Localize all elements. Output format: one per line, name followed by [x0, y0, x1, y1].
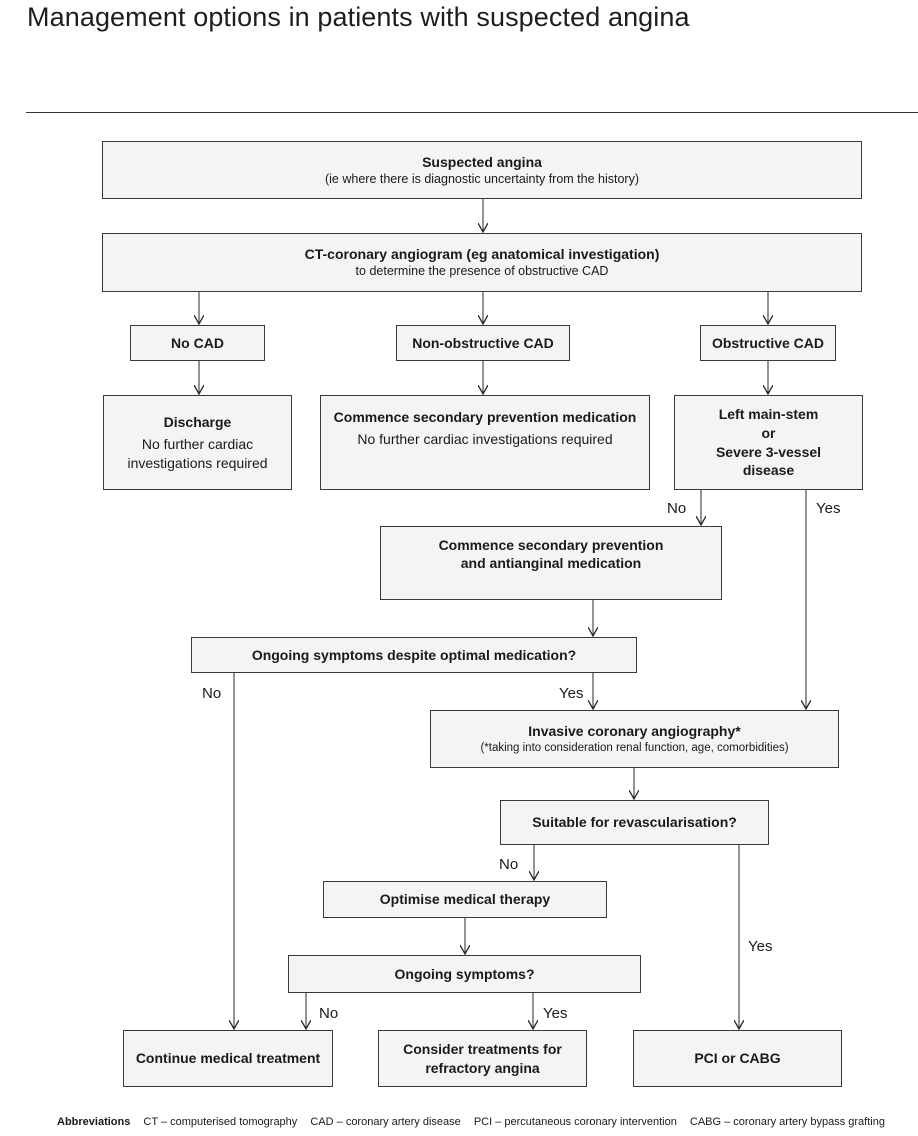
node-secondary-prevention: Commence secondary prevention medication… [320, 395, 650, 490]
node-discharge-line1: Discharge [163, 414, 232, 431]
node-pci-label: PCI or CABG [694, 1050, 781, 1067]
node-secondary-prevention-line1: Commence secondary prevention medication [333, 409, 637, 425]
node-obstructive-label: Obstructive CAD [711, 334, 825, 351]
node-antianginal-medication: Commence secondary prevention and antian… [380, 526, 722, 600]
abbreviation-item: CABG – coronary artery bypass grafting [689, 1116, 885, 1128]
label-ongoing-no: No [319, 1005, 339, 1022]
page-title: Management options in patients with susp… [27, 2, 690, 32]
node-ongoing-label: Ongoing symptoms? [394, 965, 535, 982]
node-no-cad-label: No CAD [171, 334, 224, 351]
node-ongoing-symptoms-optimal: Ongoing symptoms despite optimal medicat… [191, 637, 637, 673]
node-left-main-stem: Left main-stem or Severe 3-vessel diseas… [674, 395, 863, 490]
node-antianginal-line2: and antianginal medication [460, 555, 642, 572]
abbreviation-item: PCI – percutaneous coronary intervention [473, 1116, 677, 1128]
node-left-main-line1: Left main-stem [718, 405, 819, 422]
node-secondary-prevention-line2: No further cardiac investigations requir… [357, 431, 613, 448]
node-left-main-line2: or [761, 424, 776, 441]
node-suspected-angina-line1: Suspected angina [422, 153, 542, 170]
node-continue-label: Continue medical treatment [135, 1050, 321, 1067]
node-optimise-label: Optimise medical therapy [379, 891, 551, 908]
label-left-main-no: No [667, 500, 687, 517]
node-non-obstructive-label: Non-obstructive CAD [412, 334, 554, 351]
node-optimise-medical-therapy: Optimise medical therapy [323, 881, 607, 918]
node-discharge-line2: No further cardiac [141, 436, 254, 453]
node-invasive-angiography: Invasive coronary angiography* (*taking … [430, 710, 839, 768]
node-pci-or-cabg: PCI or CABG [633, 1030, 842, 1087]
node-refractory-angina: Consider treatments for refractory angin… [378, 1030, 587, 1087]
node-discharge-line3: investigations required [127, 454, 268, 471]
node-ongoing-symptoms: Ongoing symptoms? [288, 955, 641, 993]
label-ongoing-yes: Yes [543, 1005, 568, 1022]
abbreviation-item: CT – computerised tomography [143, 1116, 298, 1128]
label-ongoing-opt-yes: Yes [559, 685, 584, 702]
title-divider [26, 112, 918, 113]
abbreviations-heading: Abbreviations [57, 1116, 131, 1128]
node-refractory-line2: refractory angina [425, 1059, 540, 1076]
node-ct-coronary-angiogram: CT-coronary angiogram (eg anatomical inv… [102, 233, 862, 292]
node-invasive-line1: Invasive coronary angiography* [528, 723, 741, 740]
node-left-main-line4: disease [742, 462, 795, 479]
node-ct-line1: CT-coronary angiogram (eg anatomical inv… [304, 246, 660, 263]
label-suitable-yes: Yes [748, 938, 773, 955]
node-suspected-angina-line2: (ie where there is diagnostic uncertaint… [324, 171, 640, 186]
abbreviations-footer: Abbreviations CT – computerised tomograp… [57, 1116, 885, 1128]
node-invasive-line2: (*taking into consideration renal functi… [480, 741, 789, 754]
node-non-obstructive-cad: Non-obstructive CAD [396, 325, 570, 361]
node-ongoing-opt-label: Ongoing symptoms despite optimal medicat… [251, 646, 577, 663]
node-suspected-angina: Suspected angina (ie where there is diag… [102, 141, 862, 199]
label-suitable-no: No [499, 856, 519, 873]
node-refractory-line1: Consider treatments for [403, 1041, 562, 1058]
node-left-main-line3: Severe 3-vessel [715, 443, 822, 460]
node-obstructive-cad: Obstructive CAD [700, 325, 836, 361]
node-suitable-label: Suitable for revascularisation? [532, 814, 737, 831]
node-antianginal-line1: Commence secondary prevention [438, 537, 664, 553]
node-suitable-revascularisation: Suitable for revascularisation? [500, 800, 769, 845]
abbreviation-item: CAD – coronary artery disease [310, 1116, 461, 1128]
label-ongoing-opt-no: No [202, 685, 222, 702]
node-discharge: Discharge No further cardiac investigati… [103, 395, 292, 490]
node-no-cad: No CAD [130, 325, 265, 361]
node-continue-medical-treatment: Continue medical treatment [123, 1030, 333, 1087]
node-ct-line2: to determine the presence of obstructive… [355, 264, 609, 279]
label-left-main-yes: Yes [816, 500, 841, 517]
